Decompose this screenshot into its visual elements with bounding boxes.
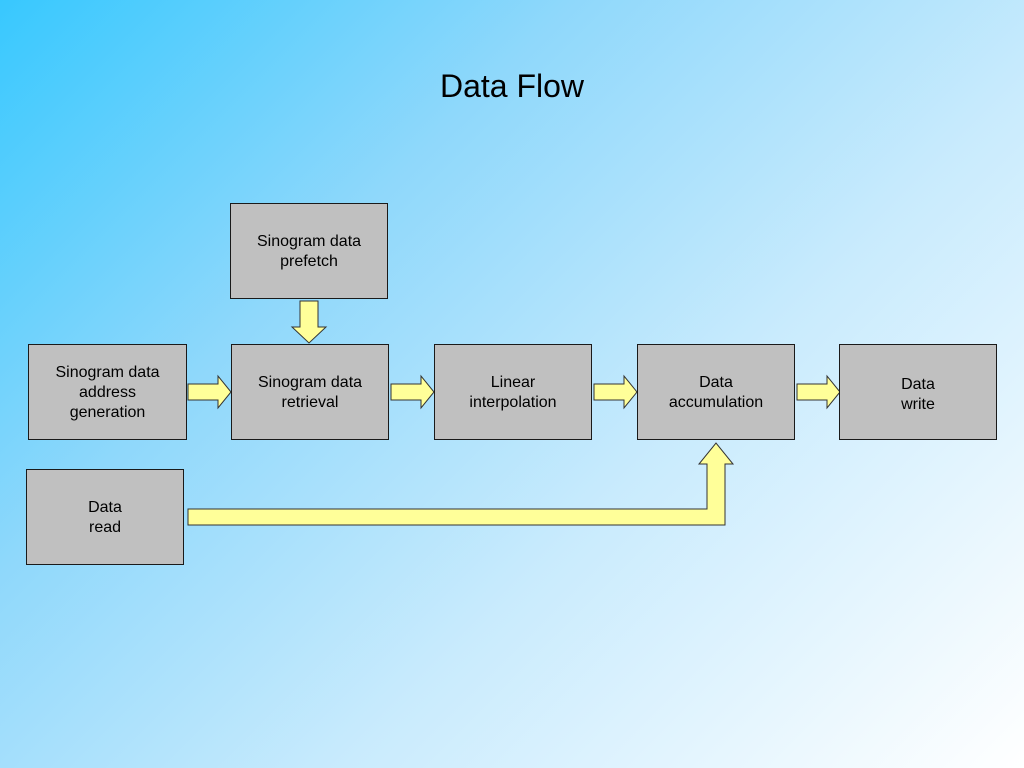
node-label: Sinogram data address generation xyxy=(55,364,160,421)
arrow-address-to-retrieval xyxy=(187,374,232,410)
arrow-prefetch-to-retrieval xyxy=(290,300,328,344)
node-linear-interpolation: Linear interpolation xyxy=(434,344,592,440)
node-sinogram-data-prefetch: Sinogram data prefetch xyxy=(230,203,388,299)
node-sinogram-data-retrieval: Sinogram data retrieval xyxy=(231,344,389,440)
node-label: Data read xyxy=(88,499,122,536)
node-label: Sinogram data retrieval xyxy=(257,374,363,411)
node-data-read: Data read xyxy=(26,469,184,565)
arrow-read-to-accum xyxy=(187,442,735,526)
node-data-write: Data write xyxy=(839,344,997,440)
arrow-interp-to-accum xyxy=(593,374,638,410)
arrow-retrieval-to-interp xyxy=(390,374,435,410)
page-title: Data Flow xyxy=(439,68,585,104)
node-label: Data accumulation xyxy=(668,374,764,411)
node-label: Linear interpolation xyxy=(469,374,557,411)
node-label: Sinogram data prefetch xyxy=(256,233,362,270)
node-sinogram-data-address-generation: Sinogram data address generation xyxy=(28,344,187,440)
node-data-accumulation: Data accumulation xyxy=(637,344,795,440)
node-label: Data write xyxy=(901,376,935,413)
arrow-accum-to-write xyxy=(796,374,841,410)
